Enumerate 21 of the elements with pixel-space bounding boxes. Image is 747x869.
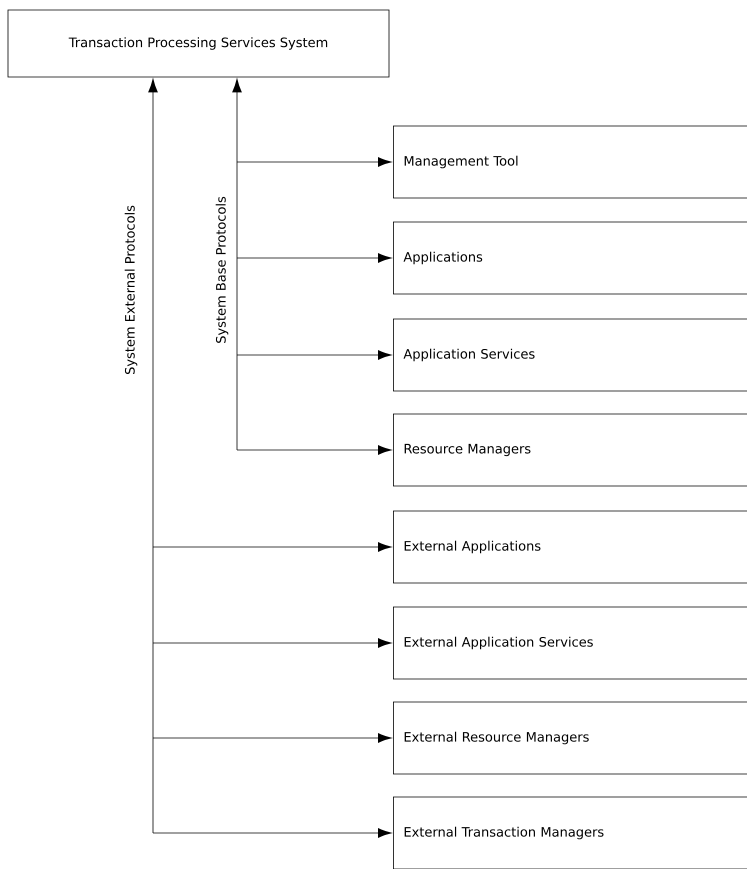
component-box: External Application Services — [393, 606, 747, 680]
arrow — [236, 157, 392, 167]
arrow — [236, 253, 392, 263]
arrow — [152, 733, 392, 743]
component-box: Application Services — [393, 318, 747, 392]
arrow — [232, 78, 242, 450]
component-box: External Transaction Managers — [393, 796, 747, 869]
arrow — [236, 445, 392, 455]
arrow — [152, 542, 392, 552]
component-box: Management Tool — [393, 126, 747, 198]
arrow — [148, 78, 158, 834]
component-box: Resource Managers — [393, 414, 747, 486]
system-box: Transaction Processing Services System — [8, 10, 390, 78]
arrow — [152, 638, 392, 648]
component-box: External Applications — [393, 510, 747, 584]
trunk-label: System External Protocols — [124, 206, 138, 374]
arrow — [236, 350, 392, 360]
trunk-label: System Base Protocols — [216, 196, 228, 343]
arrow — [152, 828, 392, 838]
component-box: Applications — [393, 222, 747, 294]
component-box: External Resource Managers — [393, 702, 747, 774]
